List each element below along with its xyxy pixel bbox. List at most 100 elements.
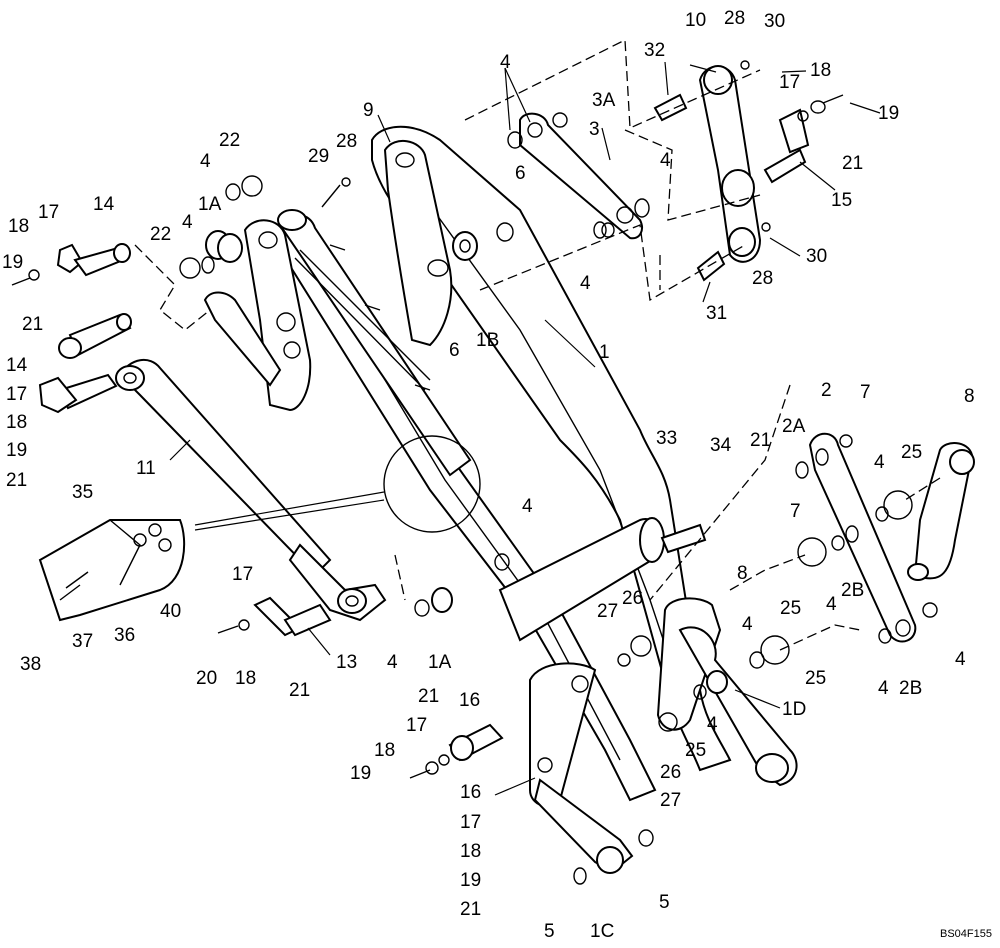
callout-1: 1 <box>599 342 610 363</box>
callout-28: 28 <box>724 8 745 29</box>
callout-19: 19 <box>2 252 23 273</box>
callout-21: 21 <box>460 899 481 920</box>
callout-14: 14 <box>6 355 28 376</box>
callout-37: 37 <box>72 631 93 652</box>
upper-link-9 <box>383 140 478 347</box>
callout-2: 2 <box>821 380 832 401</box>
link-2 <box>808 432 917 643</box>
callout-11: 11 <box>136 458 156 479</box>
callout-18: 18 <box>8 216 29 237</box>
callout-14: 14 <box>93 194 115 215</box>
lower-link-16 <box>529 662 634 874</box>
callout-4: 4 <box>387 652 398 673</box>
callout-18: 18 <box>235 668 256 689</box>
callout-6: 6 <box>515 163 526 184</box>
callout-31: 31 <box>706 303 727 324</box>
callout-17: 17 <box>232 564 253 585</box>
pin-13 <box>253 596 332 637</box>
washers <box>28 60 938 885</box>
callout-4: 4 <box>660 150 671 171</box>
link-10 <box>698 65 762 263</box>
callout-25: 25 <box>780 598 801 619</box>
callout-17: 17 <box>779 72 800 93</box>
callout-7: 7 <box>860 382 871 403</box>
assembly-lines <box>134 38 941 651</box>
callout-1A: 1A <box>198 194 222 215</box>
bolts <box>11 94 844 779</box>
callout-17: 17 <box>460 812 481 833</box>
callout-19: 19 <box>350 763 371 784</box>
callout-25: 25 <box>685 740 706 761</box>
callout-3: 3 <box>589 119 600 140</box>
callout-1C: 1C <box>590 921 614 942</box>
pins-14 <box>38 243 132 414</box>
cross-tube <box>498 517 707 642</box>
lever-8-right <box>907 442 975 581</box>
callout-4: 4 <box>826 594 837 615</box>
callout-1D: 1D <box>782 699 806 720</box>
callout-33: 33 <box>656 428 677 449</box>
callout-5: 5 <box>544 921 555 942</box>
callout-4: 4 <box>707 714 718 735</box>
callout-20: 20 <box>196 668 217 689</box>
callout-4: 4 <box>878 678 889 699</box>
callout-28: 28 <box>336 131 357 152</box>
callout-2B: 2B <box>899 678 922 699</box>
callout-16: 16 <box>459 690 480 711</box>
callout-38: 38 <box>20 654 41 675</box>
lower-link-1D <box>678 626 798 787</box>
callout-26: 26 <box>622 588 643 609</box>
callout-1A: 1A <box>428 652 452 673</box>
lift-cylinder <box>115 359 387 622</box>
callout-15: 15 <box>831 190 852 211</box>
callout-19: 19 <box>460 870 481 891</box>
callout-34: 34 <box>710 435 732 456</box>
callout-21: 21 <box>842 153 863 174</box>
callout-9: 9 <box>363 100 374 121</box>
callout-19: 19 <box>6 440 27 461</box>
callout-16: 16 <box>460 782 481 803</box>
callout-4: 4 <box>874 452 885 473</box>
drawing-code: BS04F155 <box>940 928 992 940</box>
callout-30: 30 <box>764 11 785 32</box>
callout-25: 25 <box>805 668 826 689</box>
callout-27: 27 <box>597 601 618 622</box>
link-3 <box>519 112 643 240</box>
callout-4: 4 <box>580 273 591 294</box>
left-bellcrank <box>203 219 312 412</box>
callouts: 1 1A 1A 1B 1C 1D 2 2A 2B 2B 3 3A 4 4 4 4… <box>2 8 975 942</box>
callout-4: 4 <box>500 52 511 73</box>
callout-29: 29 <box>308 146 329 167</box>
callout-4: 4 <box>200 151 211 172</box>
callout-18: 18 <box>6 412 27 433</box>
callout-6: 6 <box>449 340 460 361</box>
leader-lines <box>169 61 881 796</box>
callout-4: 4 <box>522 496 533 517</box>
callout-17: 17 <box>6 384 27 405</box>
callout-4: 4 <box>182 212 193 233</box>
callout-21: 21 <box>22 314 43 335</box>
callout-22: 22 <box>150 224 171 245</box>
callout-22: 22 <box>219 130 240 151</box>
callout-8: 8 <box>964 386 975 407</box>
callout-1B: 1B <box>476 330 499 351</box>
callout-18: 18 <box>810 60 831 81</box>
callout-21: 21 <box>6 470 27 491</box>
callout-35: 35 <box>72 482 93 503</box>
callout-2B: 2B <box>841 580 864 601</box>
callout-26: 26 <box>660 762 681 783</box>
callout-19: 19 <box>878 103 899 124</box>
callout-21: 21 <box>418 686 439 707</box>
callout-36: 36 <box>114 625 135 646</box>
callout-5: 5 <box>659 892 670 913</box>
callout-4: 4 <box>955 649 966 670</box>
callout-13: 13 <box>336 652 357 673</box>
callout-27: 27 <box>660 790 681 811</box>
callout-18: 18 <box>374 740 395 761</box>
callout-17: 17 <box>38 202 59 223</box>
callout-3A: 3A <box>592 90 616 111</box>
pin-16-assy <box>448 723 504 762</box>
detail-callout <box>38 435 481 622</box>
callout-28: 28 <box>752 268 773 289</box>
tilt-cylinder <box>277 209 472 477</box>
